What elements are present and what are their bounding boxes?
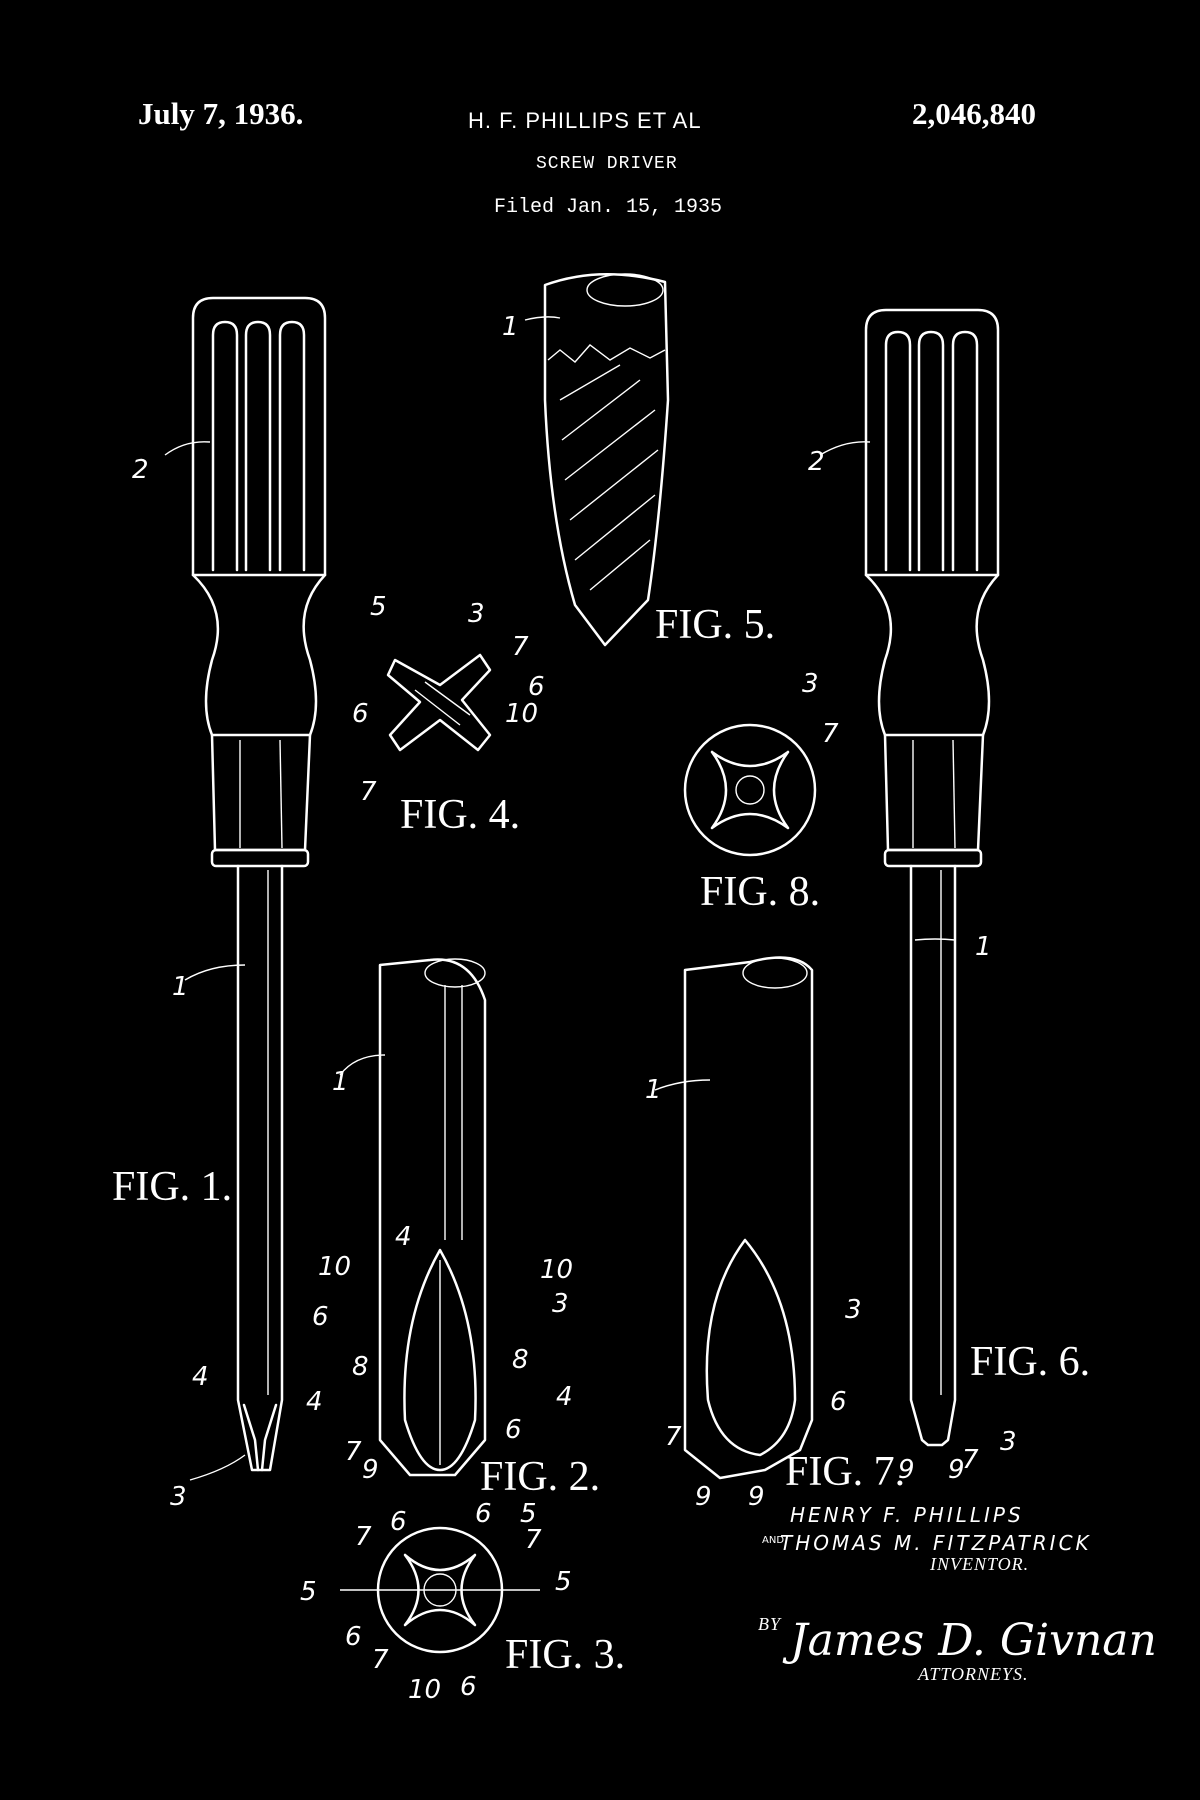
attorney-signature: James D. Givnan xyxy=(782,1615,1157,1666)
ref-7: 7 xyxy=(822,719,839,749)
fig2-tip-view xyxy=(378,958,487,1477)
inventor-label: INVENTOR. xyxy=(929,1554,1029,1574)
fig8-end-view xyxy=(683,723,817,857)
patent-number: 2,046,840 xyxy=(912,96,1036,131)
ref-8: 8 xyxy=(352,1352,369,1382)
fig2-label: FIG. 2. xyxy=(480,1454,600,1500)
ref-3: 3 xyxy=(1000,1427,1017,1457)
ref-7: 7 xyxy=(355,1522,372,1552)
ref-7: 7 xyxy=(525,1525,542,1555)
ref-4: 4 xyxy=(306,1387,323,1417)
ref-3: 3 xyxy=(170,1482,187,1512)
fig8-label: FIG. 8. xyxy=(700,869,820,915)
and-mark: AND xyxy=(762,1535,784,1546)
ref-5: 5 xyxy=(555,1567,572,1597)
fig5-tip-section xyxy=(543,273,670,647)
ref-7: 7 xyxy=(512,632,529,662)
inventor-1: HENRY F. PHILLIPS xyxy=(790,1503,1024,1527)
fig7-label: FIG. 7. xyxy=(785,1449,905,1495)
ref-5: 5 xyxy=(370,592,387,622)
ref-1: 1 xyxy=(332,1067,349,1097)
ref-9: 9 xyxy=(948,1455,965,1485)
ref-9: 9 xyxy=(748,1482,765,1512)
fig5-label: FIG. 5. xyxy=(655,602,775,648)
fig1-label: FIG. 1. xyxy=(112,1164,232,1210)
leader-lines xyxy=(164,316,956,1481)
ref-6: 6 xyxy=(830,1387,847,1417)
fig4-cross-tip xyxy=(386,653,492,752)
ref-4: 4 xyxy=(395,1222,412,1252)
ref-1: 1 xyxy=(172,972,189,1002)
ref-4: 4 xyxy=(556,1382,573,1412)
patent-date: July 7, 1936. xyxy=(138,96,304,131)
ref-3: 3 xyxy=(468,599,485,629)
ref-6: 6 xyxy=(312,1302,329,1332)
inventors-line: H. F. PHILLIPS ET AL xyxy=(468,108,702,133)
ref-10: 10 xyxy=(318,1252,351,1282)
ref-3: 3 xyxy=(845,1295,862,1325)
ref-7: 7 xyxy=(360,777,377,807)
ref-3: 3 xyxy=(552,1289,569,1319)
fig6-screwdriver xyxy=(864,308,1000,1447)
ref-9: 9 xyxy=(362,1455,379,1485)
fig1-screwdriver xyxy=(191,296,327,1472)
ref-7: 7 xyxy=(372,1645,389,1675)
ref-6: 6 xyxy=(352,699,369,729)
ref-6: 6 xyxy=(528,672,545,702)
ref-6: 6 xyxy=(345,1622,362,1652)
ref-10: 10 xyxy=(505,699,538,729)
ref-6: 6 xyxy=(475,1499,492,1529)
ref-7: 7 xyxy=(665,1422,682,1452)
ref-9: 9 xyxy=(695,1482,712,1512)
by-label: BY xyxy=(758,1614,782,1634)
ref-5: 5 xyxy=(300,1577,317,1607)
attorneys-label: ATTORNEYS. xyxy=(917,1664,1029,1684)
ref-5: 5 xyxy=(520,1499,537,1529)
ref-10: 10 xyxy=(408,1675,441,1705)
fig4-label: FIG. 4. xyxy=(400,792,520,838)
ref-2: 2 xyxy=(132,455,149,485)
ref-8: 8 xyxy=(512,1345,529,1375)
fig6-label: FIG. 6. xyxy=(970,1339,1090,1385)
fig3-label: FIG. 3. xyxy=(505,1632,625,1678)
ref-1: 1 xyxy=(975,932,992,962)
ref-6: 6 xyxy=(505,1415,522,1445)
inventor-2: THOMAS M. FITZPATRICK xyxy=(780,1531,1092,1555)
ref-1: 1 xyxy=(645,1075,662,1105)
ref-7: 7 xyxy=(962,1445,979,1475)
ref-7: 7 xyxy=(345,1437,362,1467)
ref-10: 10 xyxy=(540,1255,573,1285)
patent-title: SCREW DRIVER xyxy=(536,154,678,174)
ref-4: 4 xyxy=(192,1362,209,1392)
fig7-tip-view xyxy=(683,956,814,1480)
ref-3: 3 xyxy=(802,669,819,699)
ref-6: 6 xyxy=(460,1672,477,1702)
filing-date: Filed Jan. 15, 1935 xyxy=(494,196,723,219)
ref-1: 1 xyxy=(502,312,519,342)
ref-2: 2 xyxy=(808,447,825,477)
ref-9: 9 xyxy=(898,1455,915,1485)
fig3-section xyxy=(340,1526,540,1654)
ref-6: 6 xyxy=(390,1507,407,1537)
